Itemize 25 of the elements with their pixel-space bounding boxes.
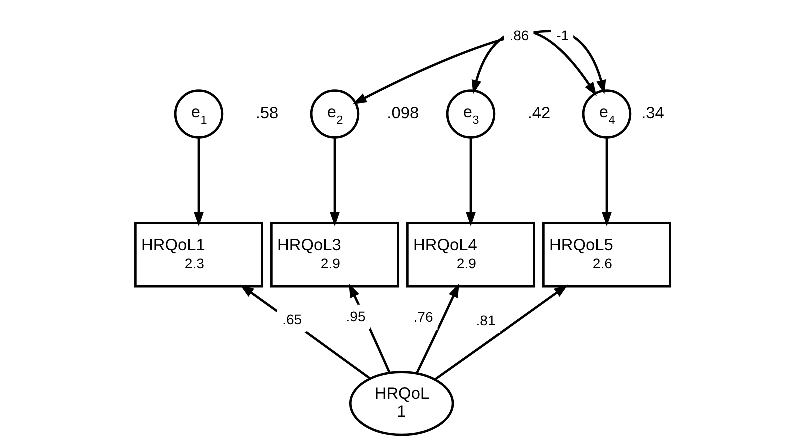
edge-label: .86 [509, 27, 529, 44]
arrow [416, 284, 459, 374]
arrow [330, 138, 340, 226]
node-box: HRQoL3 2.9 [270, 222, 399, 288]
node-label: .34 [641, 104, 664, 123]
arrow [466, 138, 476, 226]
arrow [194, 138, 204, 226]
node-label: .098 [386, 104, 419, 123]
arrow [602, 138, 612, 226]
edge-label: .76 [413, 309, 433, 326]
arrow [434, 284, 568, 380]
node-label: .42 [527, 104, 550, 123]
edge-label: .81 [476, 312, 496, 328]
edge-label: -1 [556, 27, 569, 44]
edge-label: .95 [346, 308, 366, 324]
node-circle: e$_{3}$ [446, 90, 496, 139]
node-circle: e$_{4}$ [582, 90, 632, 139]
node-box: HRQoL4 2.9 [406, 222, 535, 288]
node-circle: e$_{1}$ [174, 90, 224, 139]
node-box: HRQoL5 2.6 [542, 222, 671, 288]
node-ellipse: HRQoL 1 [348, 371, 454, 436]
edge-label: .65 [282, 311, 302, 328]
node-box: HRQoL1 2.3 [134, 222, 263, 288]
node-label: .58 [255, 104, 278, 123]
node-circle: e$_{2}$ [310, 90, 360, 139]
